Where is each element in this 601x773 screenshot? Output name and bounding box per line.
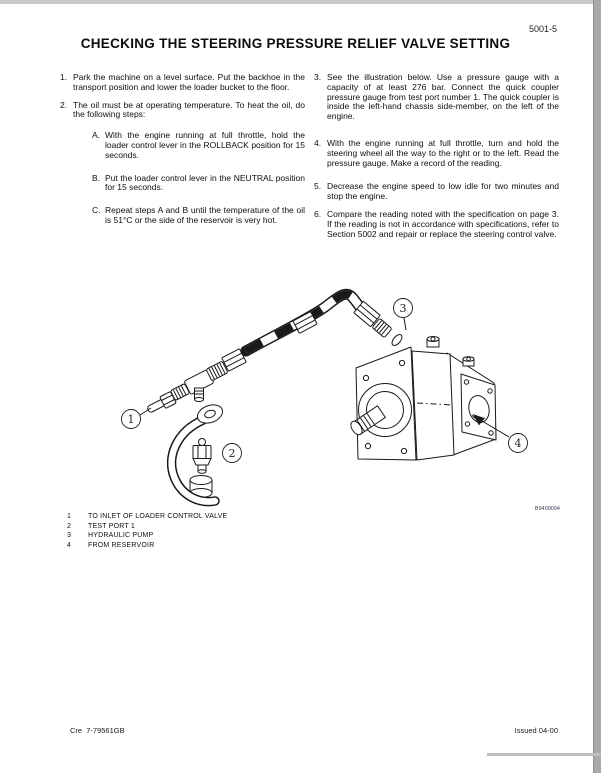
step-number: 6.: [314, 208, 322, 219]
page-number: 5001-5: [528, 24, 557, 34]
step-text: Compare the reading noted with the speci…: [327, 208, 559, 239]
step-3: 3. See the illustration below. Use a pre…: [314, 72, 559, 122]
legend-label: FROM RESERVOIR: [88, 542, 155, 550]
hose-drawing: [240, 288, 372, 357]
callout-2-number: 2: [229, 447, 236, 460]
substep-letter: A.: [92, 130, 101, 141]
hose-assembly-drawing: [147, 288, 403, 413]
step-number: 1.: [60, 72, 68, 82]
pump-shaft-drawing: [350, 405, 386, 436]
bracket-drawing: [166, 404, 224, 507]
step-4: 4. With the engine running at full throt…: [314, 137, 559, 168]
hydraulic-pump-drawing: [350, 336, 497, 461]
pump-side-flange-drawing: [460, 373, 497, 441]
legend-row-4: 4 FROM RESERVOIR: [67, 541, 227, 551]
test-port-coupler-drawing: [192, 438, 212, 474]
substep-letter: B.: [92, 172, 101, 183]
scan-edge-top: [0, 0, 601, 4]
right-column: 3. See the illustration below. Use a pre…: [314, 72, 559, 247]
legend-number: 4: [67, 542, 72, 550]
pump-top-port-drawing: [426, 336, 475, 367]
callout-3-number: 3: [400, 302, 407, 315]
substep-c: C. Repeat steps A and B until the temper…: [92, 205, 305, 226]
callout-1-number: 1: [128, 413, 135, 426]
o-ring-drawing: [391, 334, 403, 346]
footer-issue-date: Issued 04-00: [514, 726, 558, 735]
step-text: With the engine running at full throttle…: [327, 137, 559, 168]
tee-fitting-drawing: [184, 369, 214, 402]
figure-drawing: 1 2 3 4 B9409094: [121, 288, 560, 512]
callout-1: [121, 407, 152, 429]
callout-4: [472, 414, 528, 453]
substep-letter: C.: [92, 205, 101, 216]
legend-label: TO INLET OF LOADER CONTROL VALVE: [88, 513, 228, 520]
substep-a: A. With the engine running at full throt…: [92, 130, 305, 160]
legend-number: 2: [67, 522, 72, 530]
step-number: 3.: [314, 72, 322, 82]
legend-number: 3: [67, 532, 72, 540]
legend-row-3: 3 HYDRAULIC PUMP: [67, 531, 227, 541]
step-number: 4.: [314, 137, 322, 148]
scan-edge-right: [593, 0, 601, 773]
callout-4-number: 4: [515, 437, 522, 450]
step-text: Decrease the engine speed to low idle fo…: [327, 181, 559, 202]
figure-legend: 1 TO INLET OF LOADER CONTROL VALVE 2 TES…: [67, 512, 227, 551]
left-column: 1. Park the machine on a level surface. …: [60, 72, 305, 239]
scan-edge-bottom: [487, 753, 601, 756]
substep-list: A. With the engine running at full throt…: [92, 130, 305, 226]
step-number: 2.: [60, 99, 68, 110]
step-text: Park the machine on a level surface. Put…: [73, 72, 305, 92]
step-number: 5.: [314, 181, 322, 192]
callout-2: [222, 443, 242, 463]
substep-text: With the engine running at full throttle…: [105, 130, 305, 160]
step-2: 2. The oil must be at operating temperat…: [60, 99, 305, 121]
footer-document-code: Cre 7-79561GB: [70, 726, 125, 735]
callout-3: [393, 298, 413, 331]
substep-text: Put the loader control lever in the NEUT…: [105, 172, 305, 193]
step-6: 6. Compare the reading noted with the sp…: [314, 208, 559, 239]
step-text: The oil must be at operating temperature…: [73, 99, 305, 120]
legend-label: HYDRAULIC PUMP: [88, 532, 154, 540]
step-text: See the illustration below. Use a pressu…: [327, 72, 559, 122]
hydraulic-pump-illustration: 1 2 3 4 B9409094: [0, 283, 601, 515]
legend-row-2: 2 TEST PORT 1: [67, 522, 227, 532]
substep-text: Repeat steps A and B until the temperatu…: [105, 205, 305, 225]
legend-label: TEST PORT 1: [88, 522, 135, 530]
page-title: CHECKING THE STEERING PRESSURE RELIEF VA…: [80, 36, 511, 51]
substep-b: B. Put the loader control lever in the N…: [92, 172, 305, 194]
step-1: 1. Park the machine on a level surface. …: [60, 72, 305, 93]
step-5: 5. Decrease the engine speed to low idle…: [314, 182, 559, 202]
legend-row-1: 1 TO INLET OF LOADER CONTROL VALVE: [67, 512, 227, 522]
figure-code: B9409094: [535, 506, 560, 512]
legend-number: 1: [67, 513, 72, 520]
